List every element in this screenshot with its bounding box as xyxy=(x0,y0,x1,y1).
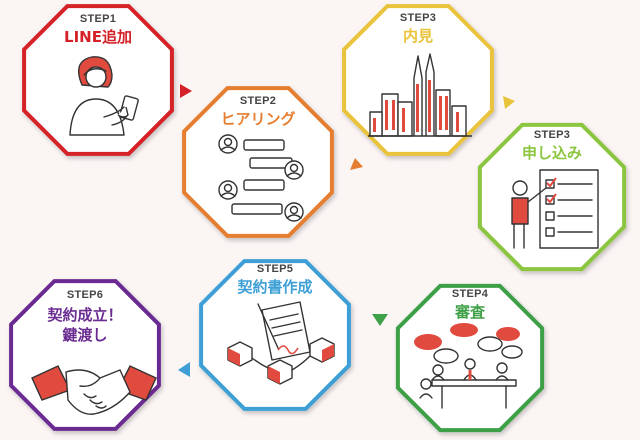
step-label: STEP3 xyxy=(534,129,570,141)
arrow-step3-to-step3b xyxy=(503,96,515,109)
step-label: STEP3 xyxy=(400,12,436,24)
step-title: ヒアリング xyxy=(220,110,295,128)
step-label: STEP2 xyxy=(240,95,276,107)
step-label: STEP6 xyxy=(67,289,103,301)
step-title: LINE追加 xyxy=(64,28,132,46)
step-label: STEP1 xyxy=(80,13,116,25)
step-title: 申し込み xyxy=(522,144,582,162)
step-title: 内見 xyxy=(403,27,433,45)
step-title: 契約成立！ xyxy=(46,306,122,324)
chat-bubbles-icon xyxy=(218,134,304,222)
arrow-step4-to-step5 xyxy=(372,314,388,326)
city-buildings-icon xyxy=(368,53,472,137)
arrow-step2-to-step3 xyxy=(350,158,363,170)
meeting-discussion-icon xyxy=(414,323,523,409)
arrow-step5-to-step6 xyxy=(178,362,190,377)
checklist-icon xyxy=(511,169,599,249)
step-title: 契約書作成 xyxy=(236,278,312,296)
flow-arrows xyxy=(178,84,515,377)
arrow-step1-to-step2 xyxy=(180,84,192,98)
step-title: 鍵渡し xyxy=(62,326,107,344)
handshake-icon xyxy=(31,365,157,415)
person-with-phone-icon xyxy=(69,56,139,136)
step-label: STEP5 xyxy=(257,263,293,275)
step-title: 審査 xyxy=(454,303,486,321)
contract-chain-icon xyxy=(227,301,335,385)
step-label: STEP4 xyxy=(452,288,489,300)
